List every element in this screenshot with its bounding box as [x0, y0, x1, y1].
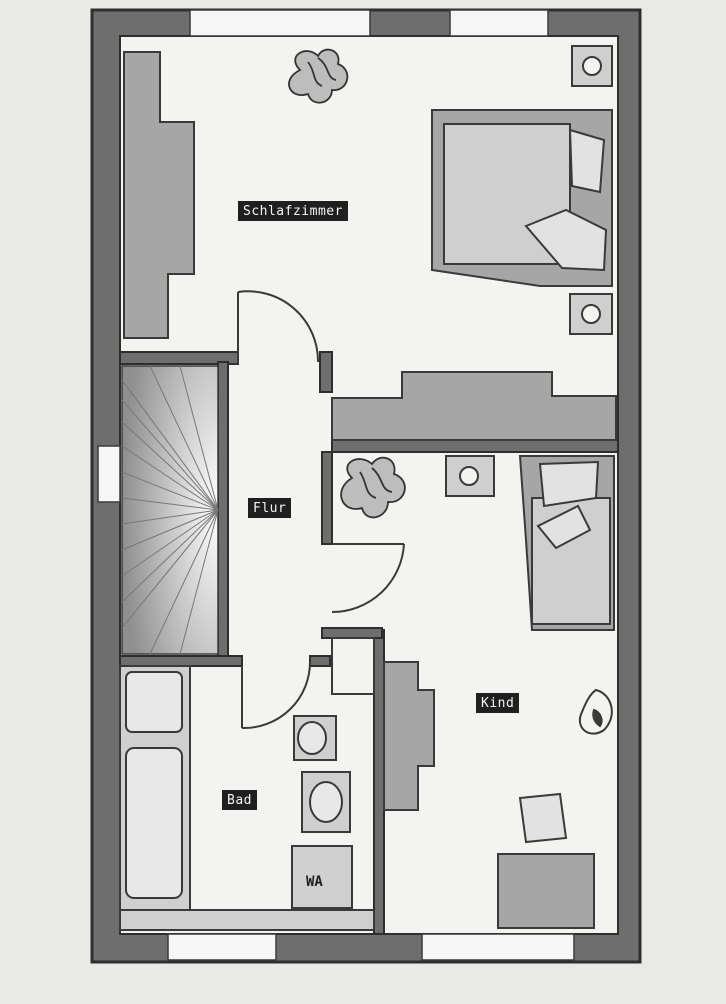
- lamp-icon: [582, 56, 602, 76]
- bedroom-nightstands: [569, 45, 613, 335]
- desk-chair: [518, 792, 568, 844]
- wall-bedroom-hall-right: [319, 351, 333, 393]
- shower-tray: [125, 671, 183, 733]
- kind-nightstand: [445, 455, 495, 497]
- double-bed: [431, 109, 613, 287]
- window-bottom-right: [421, 933, 575, 961]
- lamp-icon: [581, 304, 601, 324]
- bedroom-door: [237, 290, 320, 364]
- guitar-icon: [579, 688, 613, 735]
- hall-wardrobe: [331, 371, 617, 441]
- window-top-right: [449, 9, 549, 37]
- room-label-bad: Bad: [222, 790, 257, 810]
- bath-floor-strip: [119, 909, 375, 931]
- desk: [497, 853, 595, 929]
- wall-hall-right: [321, 451, 333, 545]
- bathtub: [125, 747, 183, 899]
- plant-icon: [340, 456, 406, 519]
- wall-bedroom-kind: [331, 439, 619, 453]
- window-bottom-left: [167, 933, 277, 961]
- bath-door: [241, 661, 311, 730]
- plant-icon: [288, 48, 349, 104]
- wall-stairs-bath: [119, 655, 243, 667]
- washer-label: WA: [306, 874, 323, 890]
- windows: [97, 9, 575, 961]
- wall-bath-top-right: [309, 655, 331, 667]
- wall-shaft-top: [321, 627, 383, 639]
- single-bed: [518, 455, 615, 631]
- interior-walls: [119, 351, 619, 935]
- room-label-schlafzimmer: Schlafzimmer: [238, 201, 348, 221]
- staircase: [121, 365, 219, 655]
- bathroom-fixtures: [119, 665, 375, 931]
- room-label-kind: Kind: [476, 693, 520, 713]
- kind-wardrobe: [383, 661, 435, 811]
- room-label-flur: Flur: [248, 498, 292, 518]
- sink-icon: [309, 781, 343, 823]
- wall-bath-kind: [373, 629, 385, 935]
- wall-hall-left: [217, 361, 229, 659]
- washer: [291, 845, 353, 909]
- lamp-icon: [459, 466, 479, 486]
- installation-shaft: [331, 637, 375, 695]
- window-left: [97, 445, 121, 503]
- kind-door: [331, 543, 405, 614]
- window-top-left: [189, 9, 371, 37]
- bedroom-wardrobe: [123, 51, 195, 339]
